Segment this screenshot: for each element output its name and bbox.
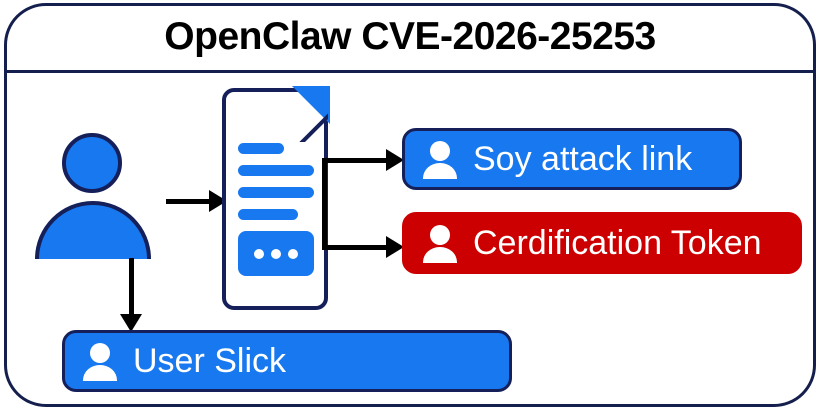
person-icon [81,341,119,381]
ellipsis-dot [288,248,298,259]
node-soy-attack-link[interactable]: Soy attack link [402,128,742,190]
person-body [83,365,117,381]
page-title: OpenClaw CVE-2026-25253 [164,15,656,58]
document-icon [222,86,330,310]
node-user-slick[interactable]: User Slick [62,330,512,392]
arrow-document-branch [322,149,412,258]
document-text-line [238,209,298,220]
person-icon [421,223,459,263]
document-text-line [238,165,314,176]
title-divider [4,70,816,73]
ellipsis-dot [254,248,264,259]
person-head [430,225,450,245]
node-cerdification-token[interactable]: Cerdification Token [402,212,802,274]
node-label: Soy attack link [473,140,693,178]
ellipsis-dot [271,248,281,259]
node-label: Cerdification Token [473,224,762,262]
arrow-user-to-document [166,190,228,212]
arrow-head-icon [120,314,142,332]
arrow-shaft-to-cerdification-token [322,245,390,250]
node-label: User Slick [133,342,287,380]
arrow-user-to-user-slick [120,258,144,334]
arrow-head-icon [386,236,404,258]
user-avatar-head-icon [62,133,122,193]
person-body [423,163,457,179]
person-head [90,343,110,363]
arrow-head-icon [386,149,404,171]
page-fold-corner-icon [292,86,330,124]
person-icon [421,139,459,179]
ellipsis-icon [238,231,314,276]
arrow-bus [322,158,327,250]
arrow-shaft [166,199,212,204]
arrow-shaft [129,258,134,318]
arrow-shaft-to-soy-attack-link [322,158,390,163]
person-head [430,141,450,161]
user-avatar [32,133,162,273]
document-text-line [238,143,284,154]
user-avatar-body-icon [35,201,151,259]
person-body [423,247,457,263]
document-text-line [238,187,314,198]
